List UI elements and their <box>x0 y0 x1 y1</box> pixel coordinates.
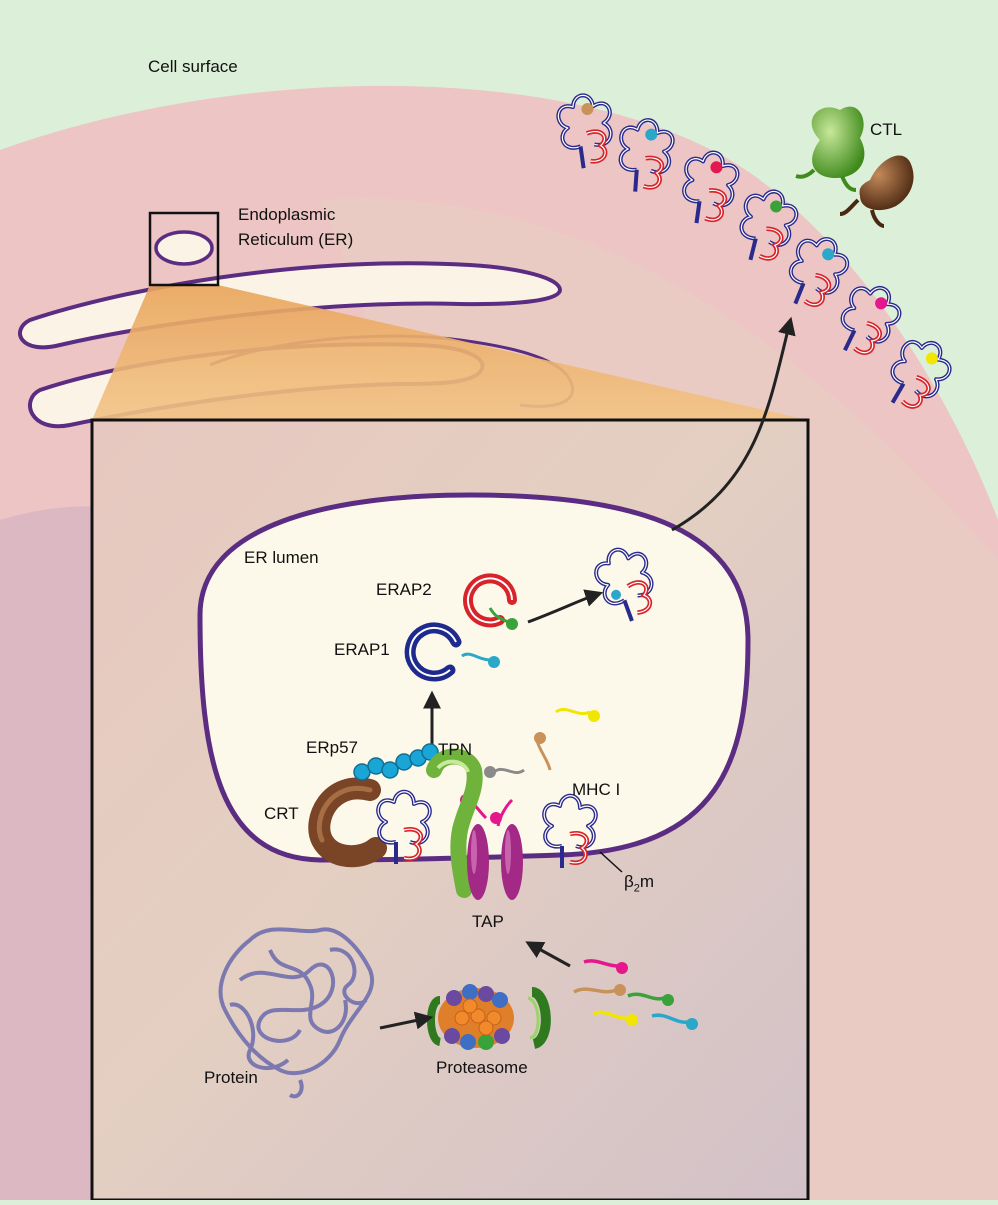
tap-highlight-right <box>505 830 511 874</box>
proteasome-subunit <box>478 1034 494 1050</box>
crt-label: CRT <box>264 804 299 824</box>
proteasome-subunit <box>462 984 478 1000</box>
tap-peptide-head <box>490 812 502 824</box>
cytosolic-peptide-head <box>662 994 674 1006</box>
proteasome-subunit <box>446 990 462 1006</box>
proteasome-label: Proteasome <box>436 1058 528 1078</box>
tap-subunit-left <box>467 824 489 900</box>
tap-highlight-left <box>471 830 477 874</box>
cell-surface-label: Cell surface <box>148 57 238 77</box>
er-label-line2: Reticulum (ER) <box>238 230 353 250</box>
b2m-m: m <box>640 872 654 891</box>
er-inset-vesicle <box>156 232 212 264</box>
mhc1-label: MHC I <box>572 780 620 800</box>
tap-subunit-right <box>501 824 523 900</box>
lumen-peptide-head <box>588 710 600 722</box>
tap-label: TAP <box>472 912 504 932</box>
tpn-label: TPN <box>438 740 472 760</box>
proteasome-subunit <box>444 1028 460 1044</box>
er-lumen-label: ER lumen <box>244 548 319 568</box>
erap1-label: ERAP1 <box>334 640 390 660</box>
proteasome-core-subunit <box>455 1011 469 1025</box>
erp57-label: ERp57 <box>306 738 358 758</box>
proteasome-subunit <box>460 1034 476 1050</box>
cytosolic-peptide-head <box>686 1018 698 1030</box>
lumen-peptide-head <box>534 732 546 744</box>
proteasome-core-subunit <box>463 999 477 1013</box>
ctl-label: CTL <box>870 120 902 140</box>
b2m-label: β2m <box>624 872 654 896</box>
b2m-beta: β <box>624 872 634 891</box>
erap2-label: ERAP2 <box>376 580 432 600</box>
protein-label: Protein <box>204 1068 258 1088</box>
proteasome-subunit <box>494 1028 510 1044</box>
lumen-peptide-head <box>484 766 496 778</box>
cytosolic-peptide-head <box>614 984 626 996</box>
cytosolic-peptide-head <box>616 962 628 974</box>
proteasome-subunit <box>492 992 508 1008</box>
proteasome-subunit <box>478 986 494 1002</box>
erap1-peptide-head <box>488 656 500 668</box>
erap2-peptide-head <box>506 618 518 630</box>
er-label-line1: Endoplasmic <box>238 205 335 225</box>
proteasome-core-subunit <box>479 1021 493 1035</box>
cytosolic-peptide-head <box>626 1014 638 1026</box>
